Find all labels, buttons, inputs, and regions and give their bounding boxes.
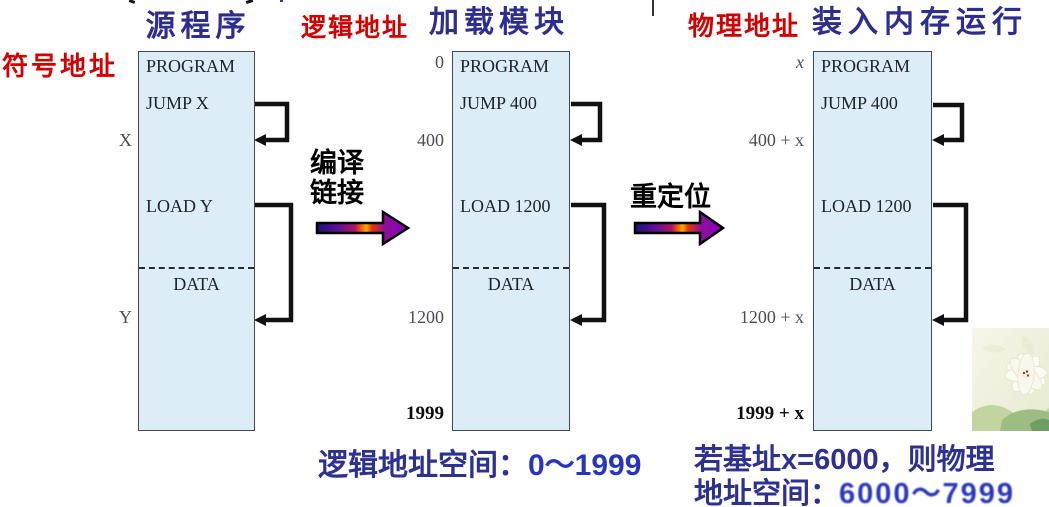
caption-physical-range: 6000～7999	[839, 478, 1016, 507]
address-label-base-x: x	[796, 52, 804, 72]
cropped-tick-remnant	[652, 0, 654, 16]
address-label-400-plus-x: 400 + x	[748, 130, 804, 150]
address-label-0: 0	[435, 52, 444, 72]
title-load-module: 加载模块	[429, 6, 569, 39]
label-symbolic-address: 符号地址	[2, 51, 119, 81]
compile-link-gradient-arrow-icon	[315, 209, 411, 247]
address-label-x: X	[119, 130, 132, 150]
memory-box-physical: PROGRAM JUMP 400 LOAD 1200 DATA	[813, 51, 932, 431]
jump-loop-arrow-source	[254, 101, 290, 146]
caption-logical-range: 0～1999	[528, 449, 642, 482]
address-label-1999: 1999	[406, 403, 444, 424]
row-data: DATA	[487, 274, 535, 294]
row-jump: JUMP 400	[821, 93, 898, 113]
row-load: LOAD 1200	[460, 196, 551, 216]
data-segment-divider	[814, 267, 931, 269]
row-load: LOAD Y	[146, 196, 213, 216]
address-label-1200: 1200	[408, 307, 444, 327]
address-label-1200-plus-x: 1200 + x	[739, 307, 804, 327]
label-compile: 编译	[310, 148, 364, 178]
caption-physical-line2: 地址空间：6000～7999	[694, 470, 1015, 507]
caption-logical-prefix: 逻辑地址空间：	[318, 449, 528, 482]
cropped-glyph-remnant	[280, 0, 283, 2]
row-program: PROGRAM	[821, 56, 911, 76]
jump-loop-arrow-module	[570, 101, 603, 146]
memory-box-source-program: PROGRAM JUMP X LOAD Y DATA	[138, 51, 255, 431]
load-loop-arrow-memory	[932, 202, 969, 326]
relocate-gradient-arrow-icon	[633, 209, 726, 247]
memory-box-load-module: PROGRAM JUMP 400 LOAD 1200 DATA	[452, 51, 570, 431]
label-logical-address: 逻辑地址	[301, 14, 410, 42]
data-segment-divider	[453, 267, 569, 269]
row-program: PROGRAM	[460, 56, 550, 76]
title-run-in-memory: 装入内存运行	[812, 6, 1028, 39]
title-source-program: 源程序	[145, 10, 251, 43]
address-label-1999-plus-x: 1999 + x	[736, 403, 804, 424]
cropped-glyph-remnant	[128, 0, 136, 4]
caption-physical-line1: 若基址x=6000，则物理	[694, 444, 995, 476]
data-segment-divider	[139, 267, 254, 269]
load-loop-arrow-source	[254, 202, 294, 326]
load-loop-arrow-module	[570, 202, 607, 326]
row-load: LOAD 1200	[821, 196, 912, 216]
caption-logical-address-space: 逻辑地址空间：0～1999	[318, 440, 641, 484]
row-data: DATA	[849, 274, 896, 294]
label-relocate: 重定位	[630, 182, 711, 212]
row-program: PROGRAM	[146, 56, 236, 76]
row-jump: JUMP 400	[460, 93, 537, 113]
label-compile-link: 编译 链接	[310, 148, 364, 208]
jump-loop-arrow-memory	[932, 102, 965, 146]
address-label-400: 400	[417, 130, 444, 150]
label-link: 链接	[310, 178, 364, 208]
cropped-glyph-remnant	[245, 0, 254, 5]
row-jump: JUMP X	[146, 93, 209, 113]
caption-physical-prefix: 地址空间：	[694, 478, 840, 507]
label-physical-address: 物理地址	[688, 11, 801, 41]
row-data: DATA	[173, 274, 220, 294]
flower-watermark	[972, 328, 1049, 431]
address-label-y: Y	[119, 307, 132, 327]
